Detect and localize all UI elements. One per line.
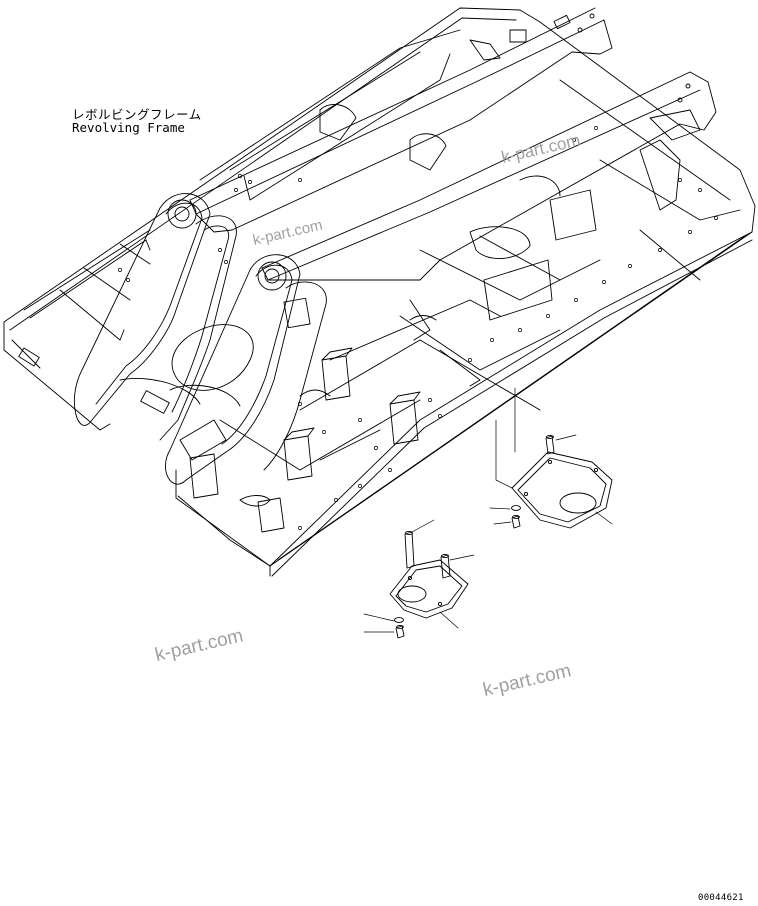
- cover-plate-left: [389, 530, 469, 619]
- bolts: [394, 505, 521, 639]
- boom-mount-left: [73, 193, 237, 441]
- leader-lines: [363, 387, 613, 633]
- main-beam-lower: [261, 71, 717, 281]
- main-beam-upper: [189, 7, 613, 233]
- swing-circle-area: [119, 324, 254, 407]
- title-english: Revolving Frame: [72, 120, 185, 135]
- mount-towers: [189, 189, 597, 533]
- bolt-holes: [118, 126, 718, 530]
- boom-mount-right: [165, 254, 327, 485]
- cross-members: [219, 103, 601, 507]
- drawing-number: 00044621: [698, 893, 744, 903]
- title-japanese: レボルビングフレーム: [72, 107, 202, 122]
- frame-deck: [3, 7, 756, 577]
- cover-plate-right: [511, 434, 613, 529]
